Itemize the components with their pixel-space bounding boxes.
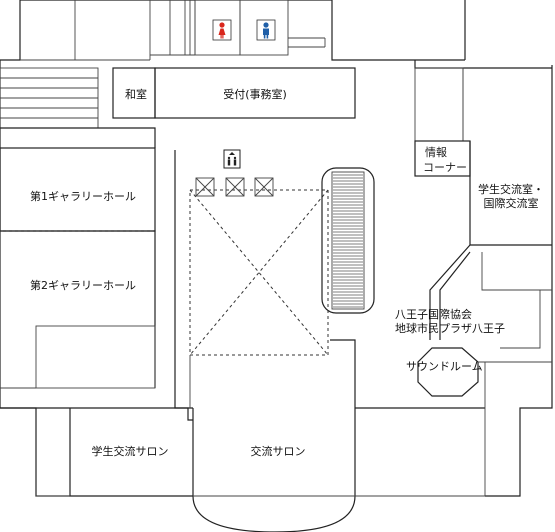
room-label-info-corner-line2: コーナー [423, 161, 467, 174]
reception-block [112, 67, 356, 119]
room-label-info-corner-line1: 情報 [425, 146, 447, 159]
room-label-student-exchange-line1: 学生交流室・ [478, 183, 544, 196]
room-label-student-exchange-line2: 国際交流室 [483, 197, 539, 210]
room-label-washitsu: 和室 [125, 88, 147, 101]
elevator-icon [223, 149, 241, 169]
escalator-icon [321, 167, 375, 314]
void-boxes [195, 177, 274, 197]
room-label-student-salon: 学生交流サロン [91, 445, 169, 458]
female-restroom-icon [212, 19, 232, 41]
room-label-sound-room: サウンドルーム [406, 360, 483, 373]
room-label-exchange-salon: 交流サロン [250, 445, 306, 458]
stairs-top-left [0, 67, 99, 129]
central-void [174, 150, 329, 409]
room-label-gallery-2: 第2ギャラリーホール [30, 279, 136, 292]
room-label-gallery-1: 第1ギャラリーホール [30, 190, 136, 203]
right-block [330, 60, 552, 496]
room-label-hachioji-intl-line2: 地球市民プラザ八王子 [395, 322, 505, 335]
male-restroom-icon [256, 19, 276, 41]
building-outline [0, 0, 553, 497]
room-label-reception: 受付(事務室) [223, 88, 287, 101]
salon-block [36, 408, 485, 532]
service-core [20, 0, 326, 61]
room-label-hachioji-intl-line1: 八王子国際協会 [395, 308, 472, 321]
gallery-block [0, 127, 156, 389]
